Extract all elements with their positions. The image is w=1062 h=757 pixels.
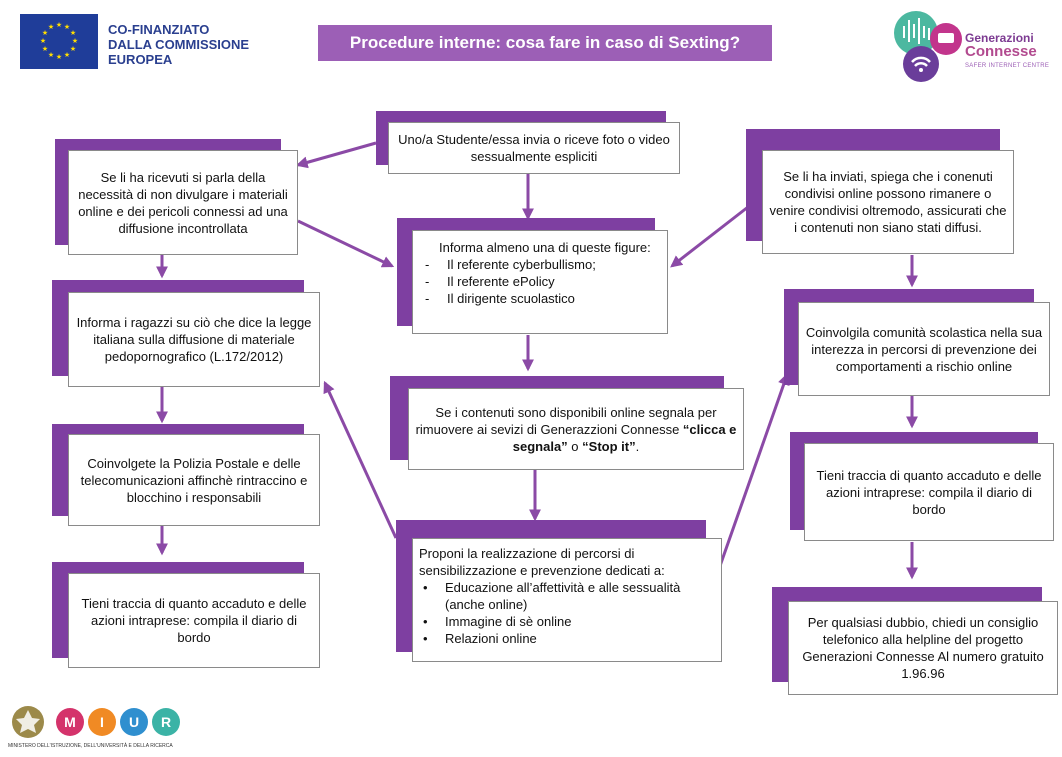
box-right-community-text: Coinvolgila comunità scolastica nella su… <box>805 324 1043 374</box>
arrow-center3-to-left2 <box>323 380 398 539</box>
box-start: Uno/a Studente/essa invia o riceve foto … <box>388 122 680 174</box>
box-start-text: Uno/a Studente/essa invia o riceve foto … <box>398 132 670 164</box>
list-item: Il referente ePolicy <box>421 273 659 290</box>
box-right-sent-text: Se li ha inviati, spiega che i conenuti … <box>769 169 1007 235</box>
eu-stars-icon: ★★★ ★★★ ★★★ ★★★ <box>20 14 98 69</box>
svg-text:★: ★ <box>64 23 70 31</box>
awareness-topics-list: Educazione all’affettività e alle sessua… <box>419 579 715 647</box>
box-right-community: Coinvolgila comunità scolastica nella su… <box>798 302 1050 396</box>
list-item: Il referente cyberbullismo; <box>421 256 659 273</box>
box-center-awareness-intro: Proponi la realizzazione di percorsi di … <box>419 546 665 578</box>
svg-text:★: ★ <box>40 37 46 45</box>
logo-line-3: SAFER INTERNET CENTRE <box>965 63 1050 69</box>
box-left-law-text: Informa i ragazzi su ciò che dice la leg… <box>76 315 312 364</box>
svg-text:★: ★ <box>48 51 54 59</box>
box-left-diary: Tieni traccia di quanto accaduto e delle… <box>68 573 320 668</box>
svg-text:★: ★ <box>70 29 76 37</box>
box-left-police-text: Coinvolgete la Polizia Postale e delle t… <box>80 455 308 505</box>
box-center-inform-intro: Informa almeno una di queste figure: <box>439 240 651 255</box>
report-text-mid: o <box>567 438 583 454</box>
box-right-helpline-text: Per qualsiasi dubbio, chiedi un consigli… <box>802 615 1044 681</box>
svg-text:★: ★ <box>56 21 62 29</box>
svg-text:★: ★ <box>56 53 62 61</box>
report-text-pre: Se i contenuti sono disponibili online s… <box>415 404 717 437</box>
arrow-center3-to-right2 <box>718 372 790 567</box>
box-right-diary-text: Tieni traccia di quanto accaduto e delle… <box>816 467 1042 517</box>
miur-logo-icon: M I U R <box>12 706 180 738</box>
arrow-start-to-left1 <box>295 141 377 169</box>
inform-figures-list: Il referente cyberbullismo; Il referente… <box>421 256 659 307</box>
arrow-left1-to-center1 <box>297 219 395 268</box>
svg-text:★: ★ <box>42 45 48 53</box>
list-item: Il dirigente scuolastico <box>421 290 659 307</box>
report-text-end: . <box>635 438 640 454</box>
miur-letter-r: R <box>161 714 171 730</box>
box-left-law: Informa i ragazzi su ciò che dice la leg… <box>68 292 320 387</box>
eu-flag-icon: ★★★ ★★★ ★★★ ★★★ <box>20 14 98 69</box>
svg-text:★: ★ <box>70 45 76 53</box>
eu-line-1: CO-FINANZIATO <box>108 22 210 37</box>
logo-line-1: Generazioni <box>965 31 1034 45</box>
eu-cofunding-text: CO-FINANZIATO DALLA COMMISSIONE EUROPEA <box>108 22 249 67</box>
miur-caption: MINISTERO DELL'ISTRUZIONE, DELL'UNIVERSI… <box>8 743 173 749</box>
box-right-diary: Tieni traccia di quanto accaduto e delle… <box>804 443 1054 541</box>
clicca-e-segnala-link: “clicca e segnala” <box>512 421 737 454</box>
box-left-received: Se li ha ricevuti si parla della necessi… <box>68 150 298 255</box>
box-left-diary-text: Tieni traccia di quanto accaduto e delle… <box>81 596 307 645</box>
list-item: Relazioni online <box>419 630 715 647</box>
eu-line-3: EUROPEA <box>108 52 173 67</box>
box-center-awareness: Proponi la realizzazione di percorsi di … <box>412 538 722 662</box>
list-item: Educazione all’affettività e alle sessua… <box>419 579 715 613</box>
stop-it-link: “Stop it” <box>582 438 636 454</box>
generazioni-connesse-wordmark: Generazioni Connesse SAFER INTERNET CENT… <box>965 31 1049 73</box>
generazioni-connesse-logo-icon <box>894 11 962 82</box>
arrow-right1-to-center1 <box>670 205 749 268</box>
svg-text:★: ★ <box>72 37 78 45</box>
miur-letter-u: U <box>129 714 139 730</box>
box-left-police: Coinvolgete la Polizia Postale e delle t… <box>68 434 320 526</box>
list-item: Immagine di sè online <box>419 613 715 630</box>
box-left-received-text: Se li ha ricevuti si parla della necessi… <box>78 169 288 236</box>
box-right-helpline: Per qualsiasi dubbio, chiedi un consigli… <box>788 601 1058 695</box>
logo-line-2: Connesse <box>965 43 1037 60</box>
box-center-report-text: Se i contenuti sono disponibili online s… <box>415 404 737 455</box>
svg-text:★: ★ <box>48 23 54 31</box>
svg-text:★: ★ <box>64 51 70 59</box>
box-right-sent: Se li ha inviati, spiega che i conenuti … <box>762 150 1014 254</box>
eu-line-2: DALLA COMMISSIONE <box>108 37 250 52</box>
page-title: Procedure interne: cosa fare in caso di … <box>318 25 772 61</box>
svg-text:★: ★ <box>42 29 48 37</box>
miur-letter-i: I <box>100 714 104 730</box>
miur-letter-m: M <box>64 714 76 730</box>
box-center-inform: Informa almeno una di queste figure: Il … <box>412 230 668 334</box>
box-center-report: Se i contenuti sono disponibili online s… <box>408 388 744 470</box>
